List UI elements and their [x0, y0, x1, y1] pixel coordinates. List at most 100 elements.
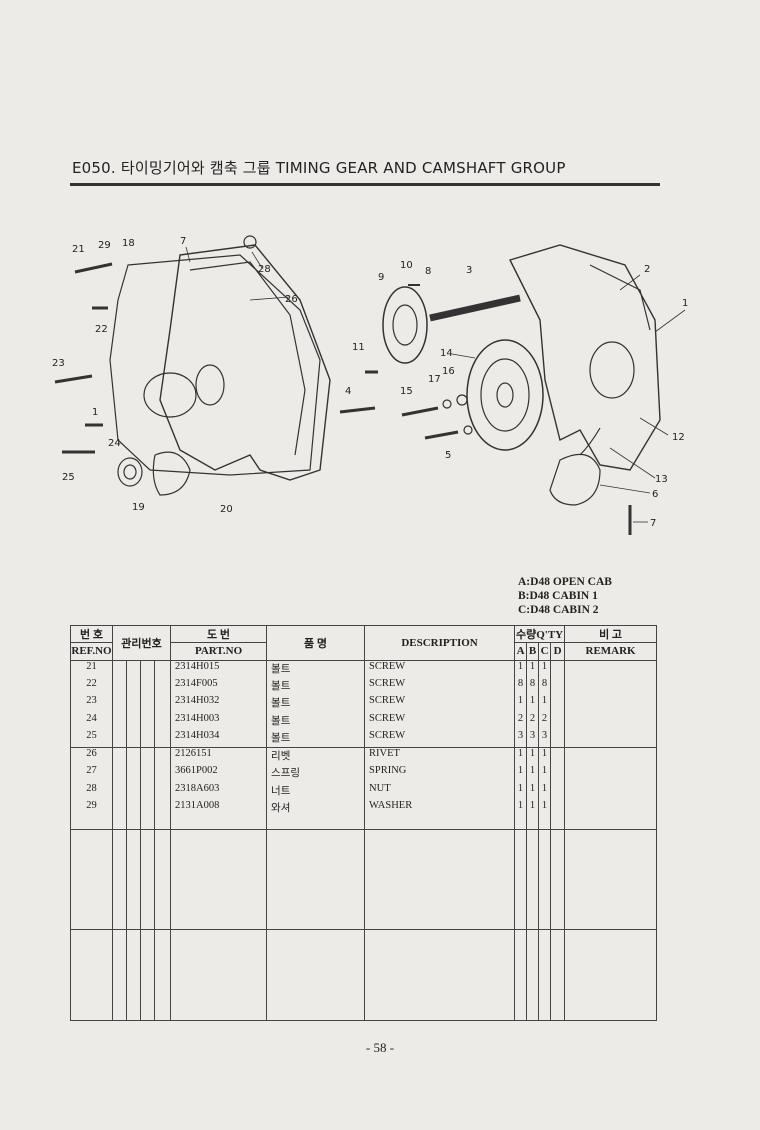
cell-d: [550, 782, 566, 801]
cell-b: 1: [526, 695, 540, 713]
cell-b: 1: [526, 660, 540, 678]
header-name-ko: 품 명: [266, 625, 366, 661]
callout: 11: [352, 342, 365, 353]
cell-empty: [564, 765, 658, 783]
cell-a: 8: [514, 677, 528, 696]
cell-empty: [112, 677, 127, 696]
callout: 29: [98, 240, 111, 251]
cell-empty: [112, 660, 127, 678]
cell-d: [550, 695, 566, 713]
cell-part: 2131A008: [170, 800, 268, 830]
cell-c: 3: [538, 729, 552, 749]
callout: 21: [72, 244, 85, 255]
cell-name: 스프링: [266, 765, 366, 783]
cell-empty: [514, 929, 528, 1021]
header-part-en: PART.NO: [170, 642, 268, 661]
cell-ref: 26: [70, 747, 113, 766]
title-underline: [70, 183, 660, 186]
cell-empty: [140, 677, 155, 696]
cell-a: 2: [514, 712, 528, 730]
callout: 7: [650, 518, 656, 529]
cell-empty: [126, 747, 141, 766]
cell-empty: [126, 829, 141, 931]
cell-b: 8: [526, 677, 540, 696]
callout: 23: [52, 358, 65, 369]
header-qty-c: C: [538, 642, 552, 661]
seal-housing: [152, 451, 191, 496]
cell-empty: [153, 782, 172, 801]
cell-b: 1: [526, 747, 540, 766]
cell-ref: 29: [70, 800, 113, 830]
cell-empty: [112, 800, 127, 830]
header-qty-a: A: [514, 642, 528, 661]
cell-empty: [170, 829, 268, 931]
cell-empty: [112, 747, 127, 766]
cell-empty: [153, 929, 172, 1021]
cell-a: 1: [514, 660, 528, 678]
legend-c: C:D48 CABIN 2: [518, 604, 599, 616]
cell-empty: [140, 712, 155, 730]
cell-empty: [126, 800, 141, 830]
cell-empty: [364, 829, 516, 931]
cell-empty: [564, 829, 658, 931]
cell-empty: [564, 712, 658, 730]
parts-table: 번 호 관리번호 도 번 품 명 DESCRIPTION 수량Q'TY 비 고 …: [70, 624, 658, 1021]
cell-desc: RIVET: [364, 747, 516, 766]
model-legend: A:D48 OPEN CAB B:D48 CABIN 1 C:D48 CABIN…: [518, 575, 612, 617]
cell-a: 1: [514, 800, 528, 830]
camshaft-gear: [382, 286, 428, 364]
cell-empty: [153, 712, 172, 730]
cell-empty: [126, 729, 141, 749]
cell-b: 3: [526, 729, 540, 749]
cell-ref: 21: [70, 660, 113, 678]
cell-c: 1: [538, 695, 552, 713]
cell-part: 2126151: [170, 747, 268, 766]
camshaft: [429, 294, 521, 322]
cell-empty: [564, 929, 658, 1021]
cell-ref: 27: [70, 765, 113, 783]
callout: 19: [132, 502, 145, 513]
cell-name: 볼트: [266, 712, 366, 730]
cell-part: 3661P002: [170, 765, 268, 783]
cell-empty: [266, 929, 366, 1021]
cell-part: 2314H003: [170, 712, 268, 730]
cell-c: 1: [538, 800, 552, 830]
cell-empty: [70, 929, 113, 1021]
cell-d: [550, 712, 566, 730]
cell-a: 1: [514, 695, 528, 713]
cell-name: 리벳: [266, 747, 366, 766]
callout: 9: [378, 272, 384, 283]
callout: 12: [672, 432, 685, 443]
cell-part: 2314H015: [170, 660, 268, 678]
cell-empty: [112, 782, 127, 801]
cell-a: 1: [514, 765, 528, 783]
legend-b: B:D48 CABIN 1: [518, 590, 598, 602]
page-title: E050. 타이밍기어와 캠축 그룹 TIMING GEAR AND CAMSH…: [72, 159, 566, 177]
cell-empty: [126, 765, 141, 783]
cell-empty: [126, 677, 141, 696]
callout: 3: [466, 265, 472, 276]
cell-name: 와셔: [266, 800, 366, 830]
header-mgmt-ko: 관리번호: [111, 625, 172, 661]
cell-empty: [112, 929, 127, 1021]
oil-seal: [117, 457, 143, 487]
cell-empty: [112, 712, 127, 730]
cell-empty: [140, 747, 155, 766]
header-part-ko: 도 번: [170, 624, 268, 644]
cell-d: [550, 800, 566, 830]
header-description: DESCRIPTION: [364, 625, 516, 661]
cell-empty: [140, 782, 155, 801]
cell-empty: [153, 747, 172, 766]
cell-empty: [564, 800, 658, 830]
cell-c: 1: [538, 765, 552, 783]
cell-b: 1: [526, 782, 540, 801]
callout: 20: [220, 504, 233, 515]
cell-a: 1: [514, 782, 528, 801]
cell-d: [550, 660, 566, 678]
cell-empty: [112, 729, 127, 749]
cell-empty: [140, 729, 155, 749]
cell-d: [550, 747, 566, 766]
cell-name: 볼트: [266, 695, 366, 713]
